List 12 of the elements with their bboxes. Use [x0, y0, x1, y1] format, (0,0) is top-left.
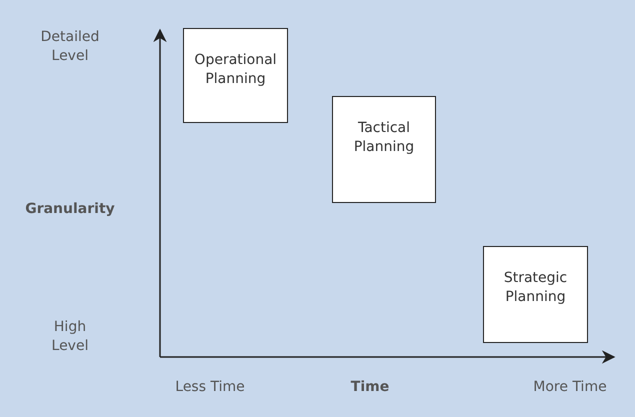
axis-label: More Time — [532, 378, 608, 397]
planning-box — [183, 28, 288, 123]
box-label: Tactical Planning — [352, 119, 416, 157]
planning-box — [332, 96, 436, 203]
axis-label: Less Time — [174, 378, 246, 397]
axis-label: High Level — [50, 318, 90, 356]
axis-title: Granularity — [24, 200, 116, 219]
box-label: Operational Planning — [193, 51, 278, 89]
box-label: Strategic Planning — [502, 269, 568, 307]
axis-label: Detailed Level — [40, 28, 100, 66]
planning-box — [483, 246, 588, 343]
axis-title: Time — [350, 378, 390, 397]
